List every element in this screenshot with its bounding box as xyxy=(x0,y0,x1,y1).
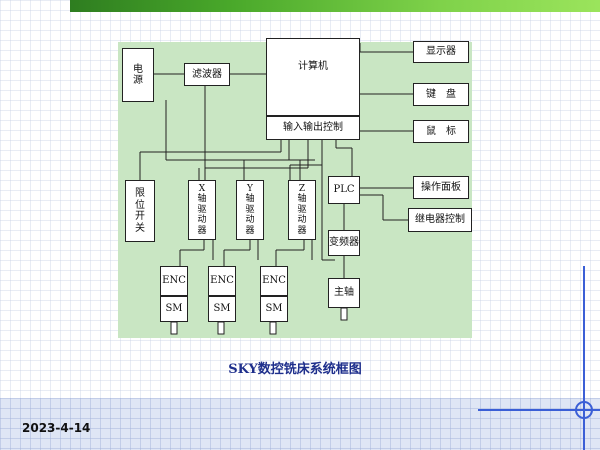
computer-box: 计算机 xyxy=(266,38,360,116)
io-control-box: 输入输出控制 xyxy=(266,116,360,140)
footer-band xyxy=(0,398,600,450)
slide-date: 2023-4-14 xyxy=(22,421,91,435)
display-box: 显示器 xyxy=(413,41,469,63)
inverter-box: 变频器 xyxy=(328,230,360,256)
plc-box: PLC xyxy=(328,176,360,204)
x-axis-driver-box: X 轴 驱 动 器 xyxy=(188,180,216,240)
filter-box: 滤波器 xyxy=(184,63,230,86)
power-supply-box: 电 源 xyxy=(122,48,154,102)
spindle-box: 主轴 xyxy=(328,278,360,308)
diagram-caption: SKY数控铣床系统框图 xyxy=(228,362,362,377)
x-servo-motor-box: SM xyxy=(160,296,188,322)
y-servo-motor-box: SM xyxy=(208,296,236,322)
y-encoder-box: ENC xyxy=(208,266,236,296)
operator-panel-box: 操作面板 xyxy=(413,176,469,199)
keyboard-box: 键 盘 xyxy=(413,83,469,106)
y-axis-driver-box: Y 轴 驱 动 器 xyxy=(236,180,264,240)
limit-switch-box: 限 位 开 关 xyxy=(125,180,155,242)
x-encoder-box: ENC xyxy=(160,266,188,296)
relay-control-box: 继电器控制 xyxy=(408,208,472,232)
z-axis-driver-box: Z 轴 驱 动 器 xyxy=(288,180,316,240)
z-encoder-box: ENC xyxy=(260,266,288,296)
top-accent-bar xyxy=(70,0,600,12)
z-servo-motor-box: SM xyxy=(260,296,288,322)
mouse-box: 鼠 标 xyxy=(413,120,469,143)
